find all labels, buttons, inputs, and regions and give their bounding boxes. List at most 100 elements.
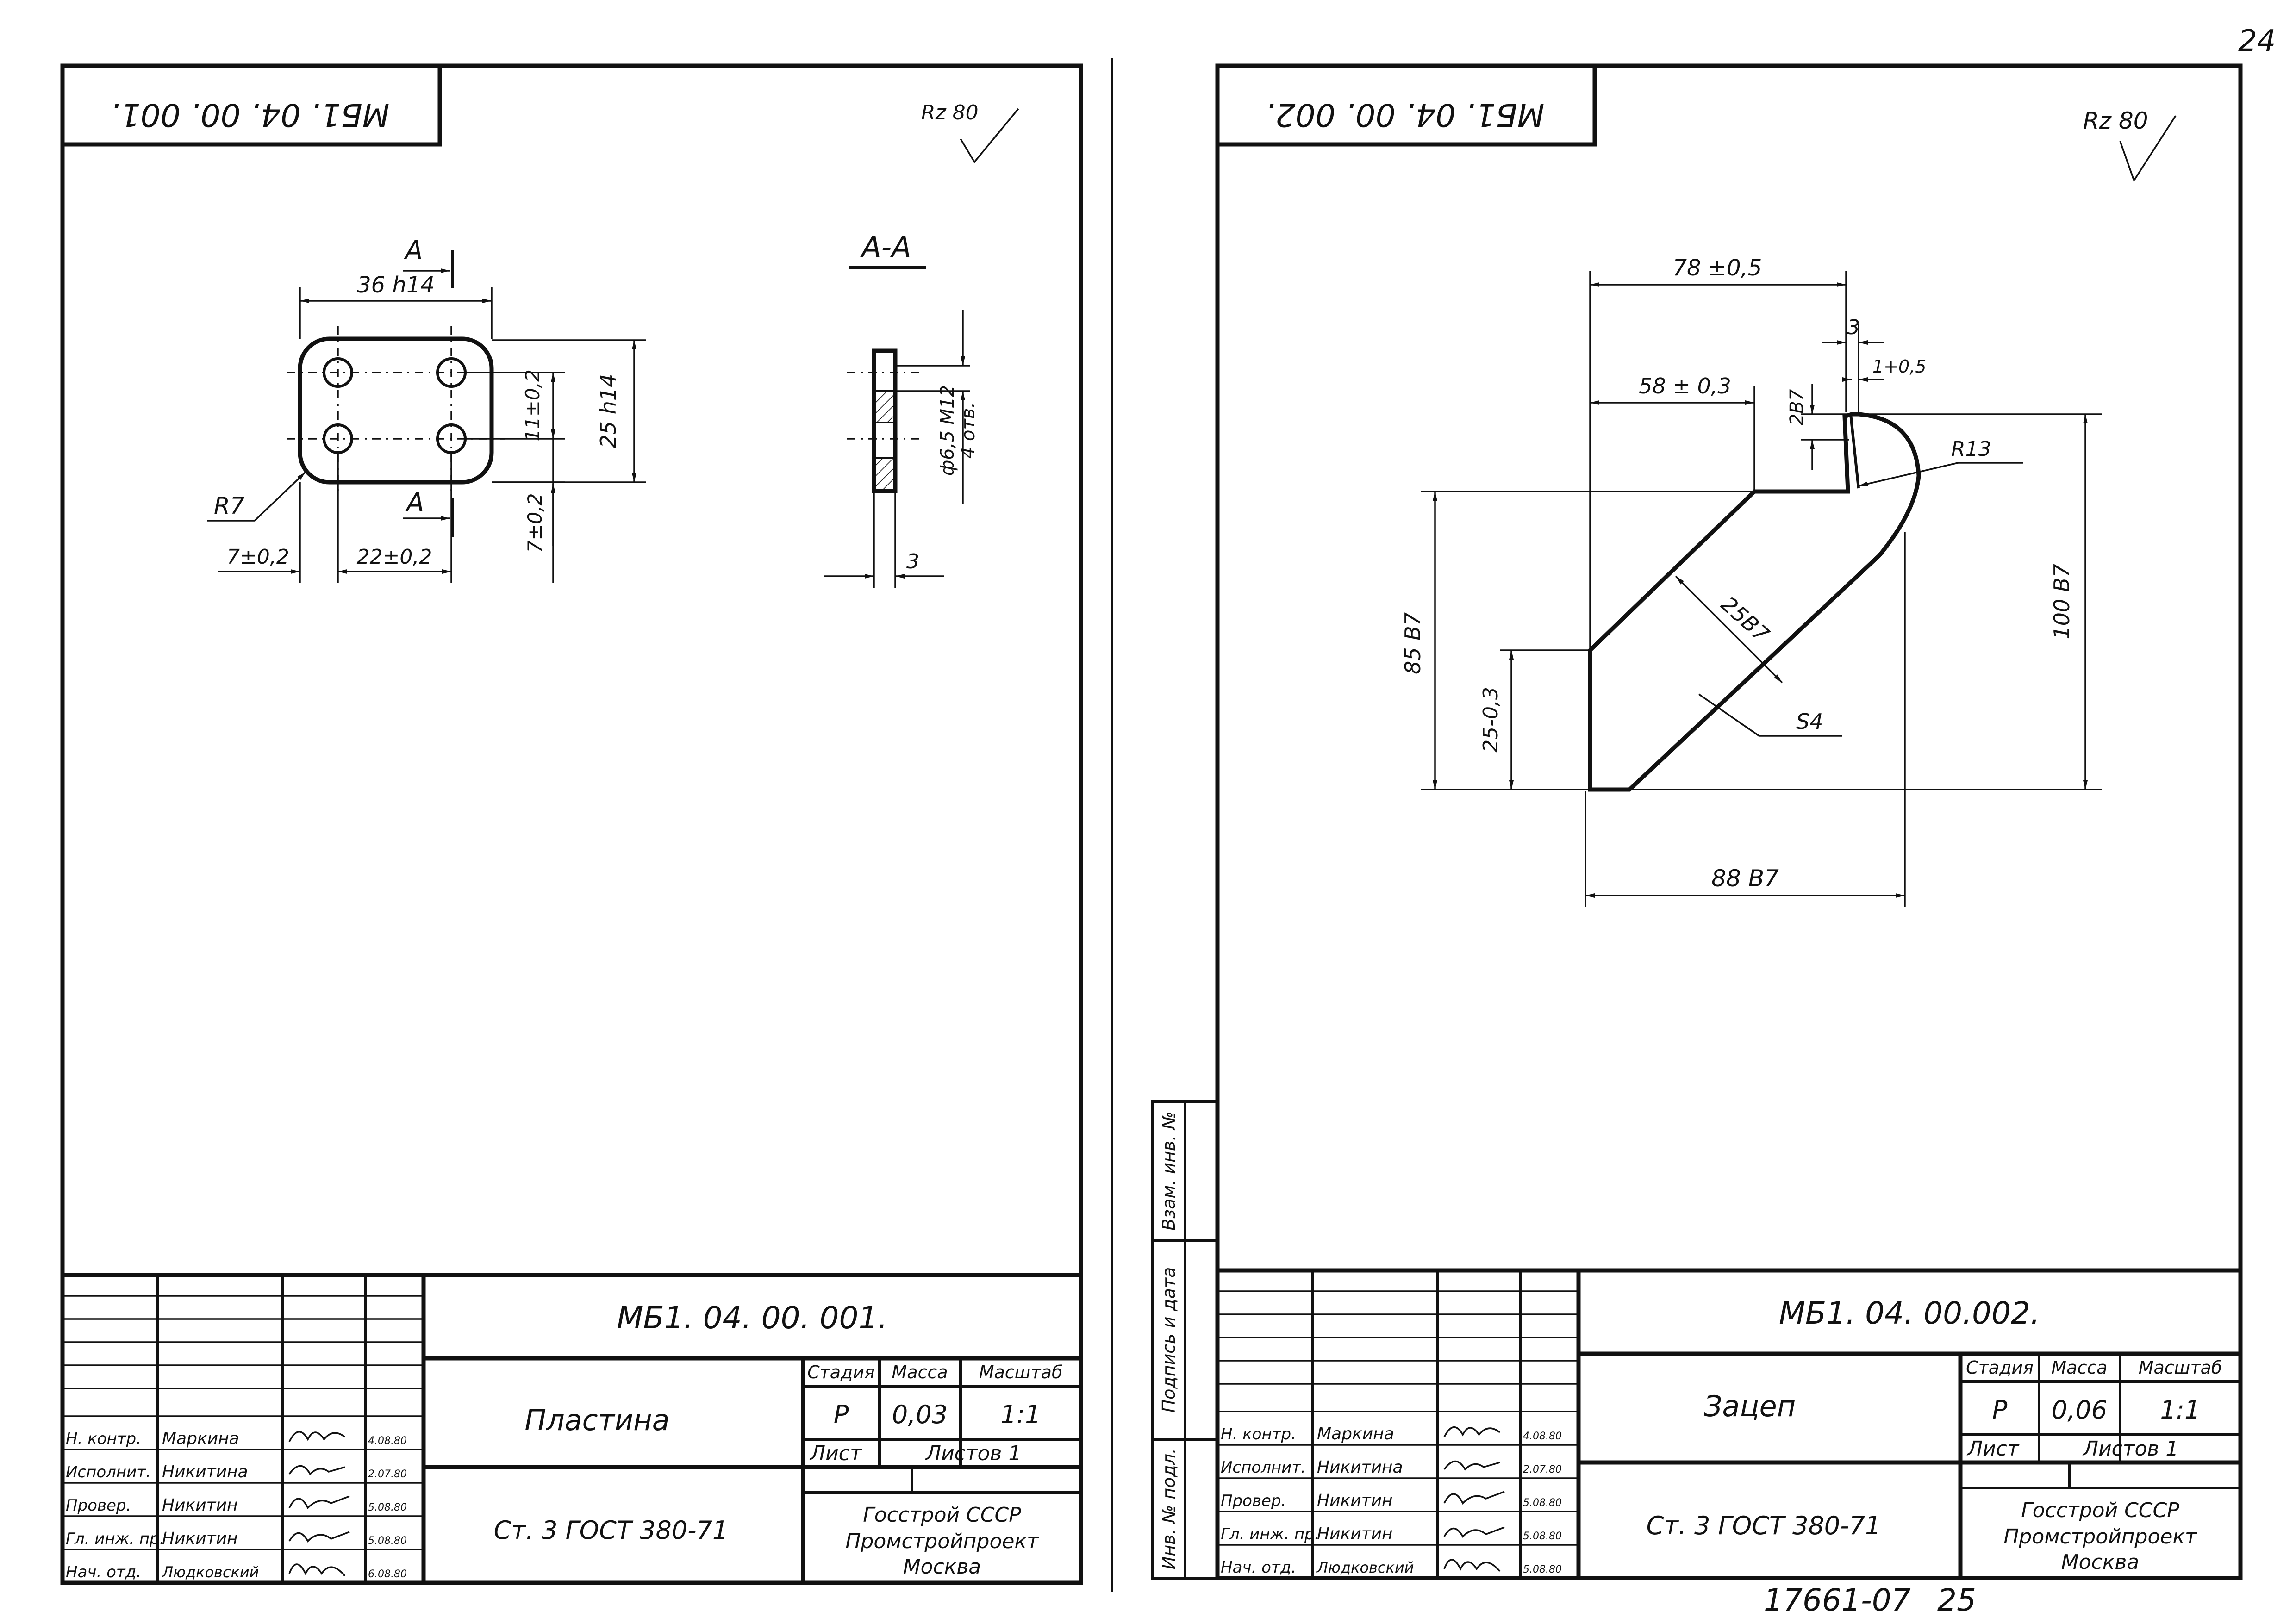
- org-line-1: Госстрой СССР: [863, 1503, 1021, 1527]
- dim-depth: 2В7: [1786, 389, 1808, 425]
- dim-chamfer: 25-0,3: [1479, 687, 1503, 753]
- org-line-2: Промстройпроект: [845, 1530, 1039, 1553]
- part-name: Зацеп: [1704, 1389, 1796, 1423]
- signature-row: Нач. отд. Людковский 5.08.80: [1221, 1558, 1562, 1577]
- svg-text:Нач. отд.: Нач. отд.: [1221, 1558, 1296, 1577]
- svg-text:Rz 80: Rz 80: [921, 101, 979, 124]
- sheet-right-frame: [1215, 63, 2243, 1580]
- signature-row: Провер. Никитин 5.08.80: [66, 1495, 407, 1515]
- mirrored-code-box: [60, 63, 442, 147]
- title-code: МБ1. 04. 00.002.: [1779, 1295, 2040, 1331]
- signature: [1443, 1491, 1505, 1505]
- dim-hole-pitch-h: 22±0,2: [357, 545, 432, 569]
- plate-outline: [298, 336, 494, 485]
- signature: [288, 1531, 350, 1543]
- svg-text:2.07.80: 2.07.80: [1523, 1464, 1562, 1475]
- svg-text:5.08.80: 5.08.80: [1523, 1497, 1562, 1509]
- dim-hook-radius: R13: [1951, 437, 1991, 461]
- svg-text:Н. контр.: Н. контр.: [1221, 1425, 1296, 1444]
- svg-text:5.08.80: 5.08.80: [368, 1502, 407, 1513]
- svg-text:Никитин: Никитин: [162, 1496, 238, 1515]
- dim-base-width: 88 В7: [1711, 865, 1779, 892]
- stage-label: Стадия: [807, 1362, 875, 1382]
- signature: [288, 1495, 350, 1509]
- svg-text:Нач. отд.: Нач. отд.: [66, 1563, 141, 1581]
- page-number: 24: [2238, 24, 2276, 58]
- mass-value: 0,06: [2052, 1395, 2107, 1425]
- title-block-left: МБ1. 04. 00. 001. Пластина Ст. 3 ГОСТ 38…: [62, 1273, 1081, 1583]
- mirrored-code-box: [1215, 63, 1597, 147]
- signature: [1443, 1426, 1501, 1437]
- dim-hole-offset-h: 7±0,2: [227, 545, 289, 569]
- svg-text:5.08.80: 5.08.80: [1523, 1531, 1562, 1542]
- org-line-2: Промстройпроект: [2003, 1525, 2197, 1549]
- stage-value: Р: [1992, 1395, 2008, 1425]
- org-line-3: Москва: [903, 1555, 981, 1579]
- signature-row: Гл. инж. пр. Никитин 5.08.80: [1221, 1524, 1562, 1543]
- dim-hole-offset-v: 7±0,2: [524, 493, 546, 553]
- sheets-count: Листов 1: [2082, 1437, 2178, 1461]
- dim-height: 25 h14: [596, 374, 621, 448]
- dim-slot-width: 3: [1847, 316, 1860, 339]
- sheet-left-frame: [60, 63, 1083, 1585]
- svg-text:Людковский: Людковский: [162, 1563, 259, 1581]
- dim-radius: R7: [214, 492, 245, 519]
- svg-text:Исполнит.: Исполнит.: [1221, 1458, 1306, 1477]
- sheets-count: Листов 1: [925, 1442, 1021, 1465]
- svg-text:Маркина: Маркина: [1317, 1425, 1394, 1444]
- title-block-right: МБ1. 04. 00.002. Зацеп Ст. 3 ГОСТ 380-71…: [1217, 1268, 2240, 1578]
- svg-text:Н. контр.: Н. контр.: [66, 1430, 141, 1448]
- dim-hole-diameter: ф6,5 М12: [937, 385, 958, 476]
- dim-thickness: S4: [1796, 709, 1823, 734]
- dim-total-width: 78 ±0,5: [1673, 255, 1762, 281]
- svg-text:Никитин: Никитин: [1317, 1524, 1393, 1543]
- roughness-mark: Rz 80: [2083, 107, 2177, 182]
- dim-thickness: 3: [906, 550, 919, 573]
- org-line-3: Москва: [2061, 1550, 2140, 1574]
- cut-letter-bottom: А: [405, 488, 424, 518]
- material-spec: Ст. 3 ГОСТ 380-71: [1647, 1511, 1881, 1540]
- signature-row: Гл. инж. пр. Никитин 5.08.80: [66, 1529, 407, 1548]
- sheet-right: МБ1. 04. 00. 002. Rz 80 Взам. инв. № Под…: [1151, 63, 2243, 1618]
- dim-slot-tolerance: 1+0,5: [1872, 356, 1926, 377]
- mirrored-code: МБ1. 04. 00. 001.: [111, 96, 390, 133]
- dim-width: 36 h14: [357, 272, 435, 298]
- material-spec: Ст. 3 ГОСТ 380-71: [494, 1516, 729, 1545]
- scale-value: 1:1: [1001, 1400, 1041, 1429]
- svg-text:Исполнит.: Исполнит.: [66, 1463, 151, 1481]
- signature-row: Н. контр. Маркина 4.08.80: [1221, 1425, 1562, 1444]
- sheet-left: МБ1. 04. 00. 001. Rz 80 А А: [60, 63, 1083, 1585]
- signature-row: Нач. отд. Людковский 6.08.80: [66, 1563, 407, 1581]
- svg-text:6.08.80: 6.08.80: [368, 1568, 407, 1580]
- archive-sheet: 25: [1937, 1582, 1976, 1618]
- archive-number: 17661-07: [1764, 1582, 1911, 1618]
- svg-text:Гл. инж. пр.: Гл. инж. пр.: [66, 1530, 164, 1548]
- svg-text:Провер.: Провер.: [1221, 1492, 1286, 1510]
- mass-label: Масса: [892, 1362, 948, 1382]
- mass-label: Масса: [2051, 1357, 2107, 1378]
- signature: [1443, 1559, 1501, 1572]
- signature: [288, 1431, 346, 1442]
- svg-text:5.08.80: 5.08.80: [1523, 1564, 1562, 1575]
- svg-text:Провер.: Провер.: [66, 1496, 131, 1515]
- signature: [288, 1465, 345, 1475]
- scale-label: Масштаб: [2139, 1357, 2222, 1378]
- roughness-mark: Rz 80: [921, 101, 1019, 164]
- svg-text:4.08.80: 4.08.80: [1523, 1431, 1562, 1442]
- cut-letter-top: А: [404, 236, 423, 266]
- stamp-inv-original: Инв. № подл.: [1159, 1448, 1179, 1569]
- stamp-replaced-inv: Взам. инв. №: [1159, 1111, 1179, 1231]
- signature-row: Исполнит. Никитина 2.07.80: [66, 1462, 407, 1481]
- signature: [288, 1563, 346, 1577]
- hook-part-view: 25В7 S4 78 ±0,5 3 1+0,5 58 ± 0,3: [1400, 255, 2102, 907]
- svg-text:Маркина: Маркина: [162, 1429, 239, 1448]
- hole: [323, 357, 353, 388]
- dim-strip-width: 25В7: [1716, 591, 1774, 647]
- dim-hole-pitch-v: 11±0,2: [521, 369, 544, 441]
- scale-value: 1:1: [2160, 1395, 2201, 1425]
- stamp-signature-date: Подпись и дата: [1159, 1267, 1179, 1413]
- signature-row: Н. контр. Маркина 4.08.80: [66, 1429, 407, 1448]
- svg-text:Никитина: Никитина: [1317, 1458, 1403, 1477]
- svg-text:Никитин: Никитин: [1317, 1491, 1393, 1510]
- dim-left-height: 85 В7: [1400, 612, 1425, 674]
